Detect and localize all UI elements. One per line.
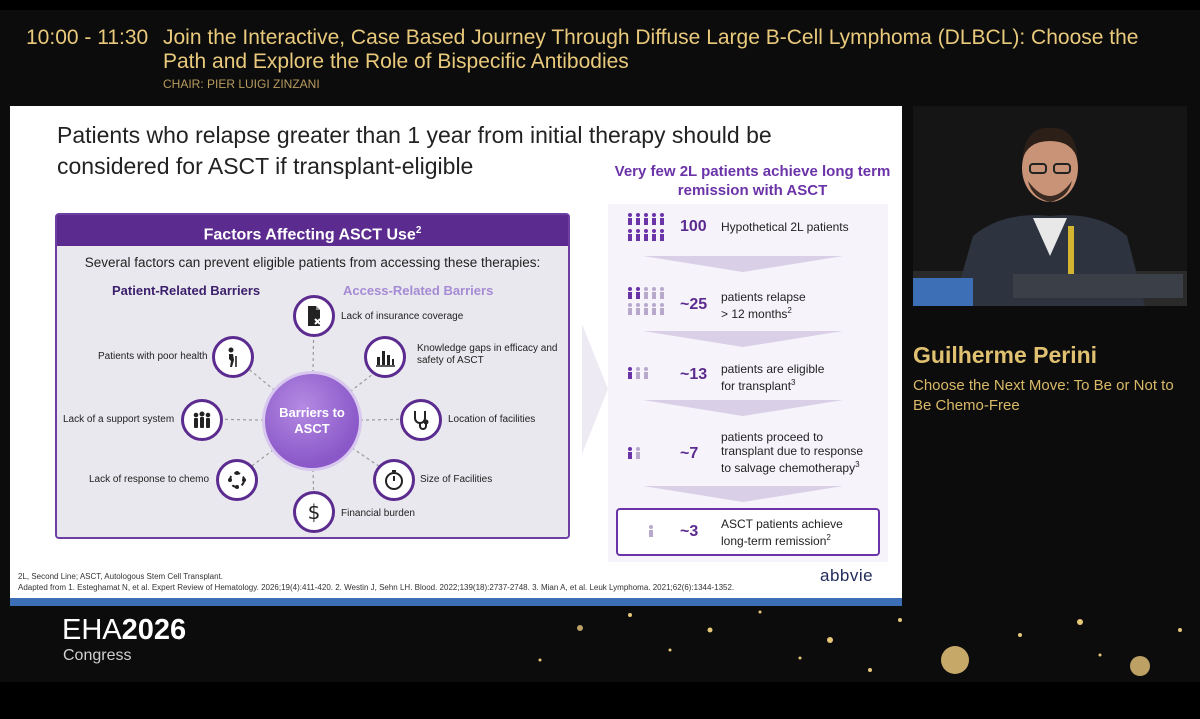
- session-time: 10:00 - 11:30: [26, 26, 149, 49]
- talk-title: Choose the Next Move: To Be or Not to Be…: [913, 377, 1174, 414]
- decorative-sparkles: [538, 610, 1182, 676]
- slide-footer-bar: [10, 598, 902, 606]
- event-subtitle: Congress: [63, 647, 132, 664]
- bar-chart-icon: [364, 336, 406, 378]
- footnote-references: Adapted from 1. Esteghamat N, et al. Exp…: [18, 583, 735, 592]
- bottom-letterbox: [0, 682, 1200, 719]
- funnel-text-1: Hypothetical 2L patients: [721, 220, 849, 234]
- funnel-count-3: ~13: [680, 366, 708, 383]
- svg-text:$: $: [308, 500, 321, 524]
- flow-arrow: [582, 324, 608, 454]
- factor-label-chemo: Lack of response to chemo: [89, 474, 210, 485]
- funnel-count-4: ~7: [680, 445, 699, 462]
- dollar-icon: $: [293, 491, 335, 533]
- people-icon: [628, 287, 664, 315]
- stethoscope-icon: [400, 399, 442, 441]
- people-icon: [628, 367, 648, 379]
- elderly-person-icon: [212, 336, 254, 378]
- factor-label-health: Patients with poor health: [98, 351, 208, 362]
- stopwatch-icon: [373, 459, 415, 501]
- patient-barriers-heading: Patient-Related Barriers: [112, 283, 261, 298]
- barriers-center: Barriers to ASCT: [262, 371, 362, 471]
- people-icon: [628, 213, 664, 241]
- panel-heading: Factors Affecting ASCT Use2: [57, 215, 568, 246]
- factor-label-knowledge: Knowledge gaps in efficacy and safety of…: [417, 343, 558, 366]
- cycle-icon: [216, 459, 258, 501]
- factor-label-financial: Financial burden: [341, 508, 415, 519]
- funnel-count-1: 100: [680, 218, 707, 235]
- group-icon: [181, 399, 223, 441]
- speaker-name: Guilherme Perini: [913, 342, 1098, 368]
- speaker-video: [913, 106, 1187, 306]
- remission-title: Very few 2L patients achieve long term r…: [614, 163, 891, 199]
- document-x-icon: [293, 295, 335, 337]
- presentation-slide: Patients who relapse greater than 1 year…: [10, 106, 902, 606]
- people-icon: [628, 447, 640, 459]
- chevron-down-icon: [643, 400, 843, 416]
- session-header: 10:00 - 11:30 Join the Interactive, Case…: [0, 10, 1200, 100]
- top-letterbox: [0, 0, 1200, 10]
- funnel-count-2: ~25: [680, 296, 708, 313]
- factor-label-location: Location of facilities: [448, 414, 536, 425]
- chevron-down-icon: [643, 256, 843, 272]
- access-barriers-heading: Access-Related Barriers: [343, 283, 494, 298]
- session-chair: CHAIR: PIER LUIGI ZINZANI: [163, 77, 320, 91]
- person-icon: [649, 525, 653, 537]
- funnel-text-2: patients relapse> 12 months2: [721, 290, 806, 321]
- chevron-down-icon: [643, 486, 843, 502]
- session-title: Join the Interactive, Case Based Journey…: [163, 26, 1139, 73]
- panel-intro: Several factors can prevent eligible pat…: [84, 255, 541, 270]
- factors-panel: Factors Affecting ASCT Use2 Several fact…: [55, 213, 570, 539]
- speaker-video-frame: [913, 106, 1187, 306]
- event-logo: EHA2026: [62, 614, 187, 646]
- slide-title: Patients who relapse greater than 1 year…: [57, 122, 772, 179]
- factor-label-insurance: Lack of insurance coverage: [341, 311, 464, 322]
- factor-label-support: Lack of a support system: [63, 414, 175, 425]
- factor-label-size: Size of Facilities: [420, 474, 493, 485]
- brand-logo: abbvie: [820, 566, 874, 585]
- footnote-abbreviations: 2L, Second Line; ASCT, Autologous Stem C…: [18, 572, 224, 581]
- funnel-count-5: ~3: [680, 523, 699, 540]
- patient-funnel: 100 Hypothetical 2L patients ~25 patient…: [608, 204, 888, 562]
- chevron-down-icon: [643, 331, 843, 347]
